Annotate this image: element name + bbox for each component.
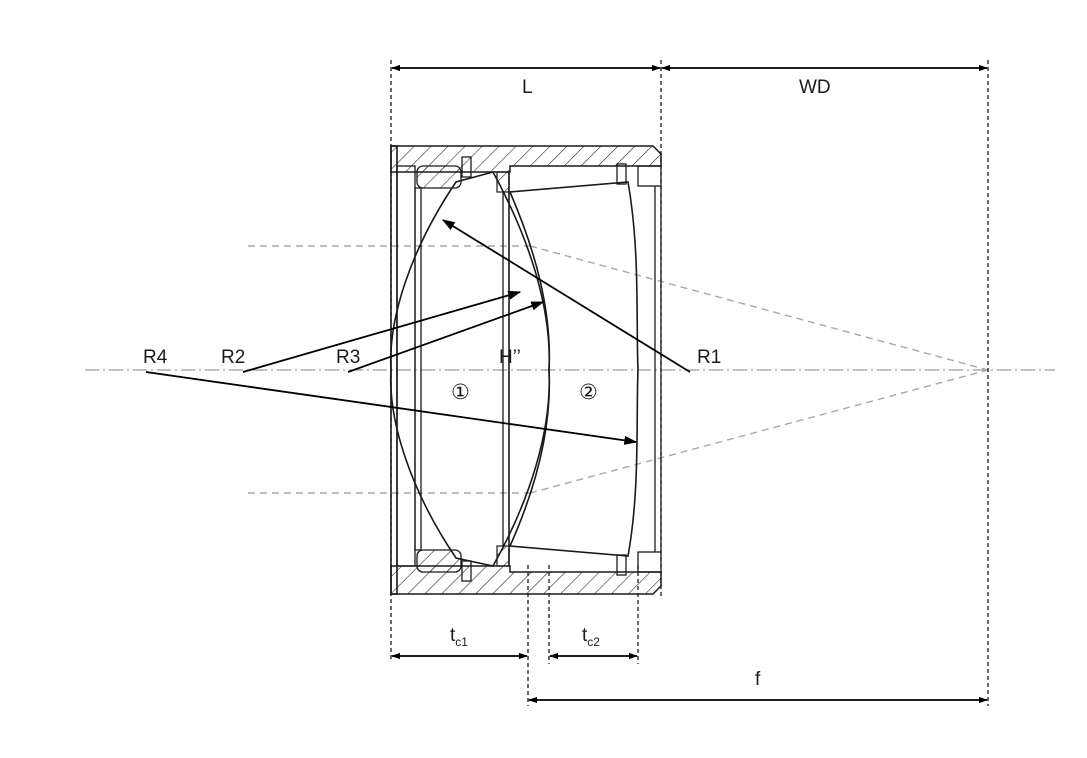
label-tc1-sub: c1 [455,635,468,649]
label-R3: R3 [336,347,360,368]
label-tc1-main: t [450,625,456,646]
label-tc2-sub: c2 [587,635,600,649]
lens-1-marker: ① [451,380,470,404]
label-R2: R2 [221,347,245,368]
label-R1: R1 [697,347,721,368]
label-f: f [755,669,761,690]
lens-2 [508,181,639,557]
marginal-rays [248,245,989,494]
label-L: L [522,77,533,98]
label-R4: R4 [143,347,168,368]
radius-arrows [145,219,691,445]
label-tc1: tc1 [450,625,468,649]
dimension-lines [391,64,988,704]
label-principal-plane: H’’ [499,347,521,368]
label-tc2: tc2 [582,625,600,649]
label-WD: WD [799,77,831,98]
lens-2-marker: ② [579,380,598,404]
label-tc2-main: t [582,625,588,646]
lens-barrel [390,145,662,595]
